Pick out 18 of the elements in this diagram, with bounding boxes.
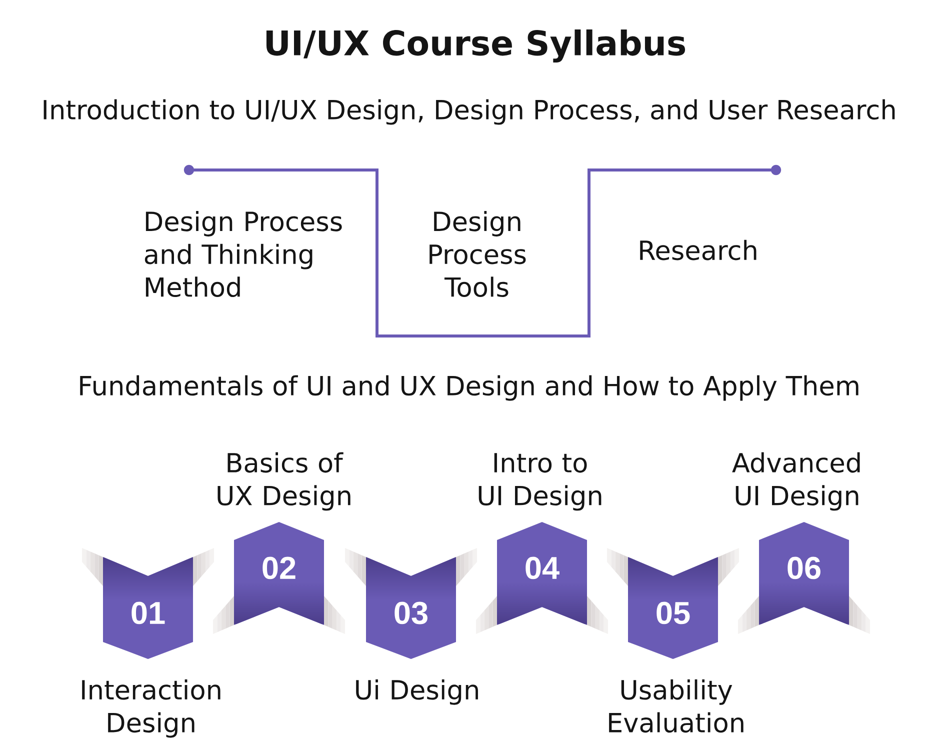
step-label: Ui Design: [356, 679, 478, 705]
topic-text: Design Process Tools: [430, 210, 526, 298]
number-badge: 04: [497, 522, 587, 625]
step-label: Usability Evaluation: [609, 679, 744, 733]
step-label: Basics of UX Design: [218, 452, 350, 511]
topic-text: Research: [640, 240, 756, 260]
title: UI/UX Course Syllabus: [266, 29, 686, 63]
number-badge: 02: [234, 522, 324, 625]
number-badge: 03: [366, 557, 456, 659]
number-badge: 05: [628, 557, 718, 659]
step-label: Advanced UI Design: [732, 452, 860, 511]
step-label: Intro to UI Design: [478, 453, 602, 511]
topic-text: Design Process and Thinking Method: [144, 210, 342, 298]
step-label: Interaction Design: [82, 679, 220, 738]
number-badge: 01: [103, 557, 193, 659]
section-heading: Fundamentals of UI and UX Design and How to Apply Them: [80, 375, 858, 401]
number-badge: 06: [759, 522, 849, 625]
section-heading: Introduction to UI/UX Design, Design Process, and User Research: [44, 99, 895, 125]
